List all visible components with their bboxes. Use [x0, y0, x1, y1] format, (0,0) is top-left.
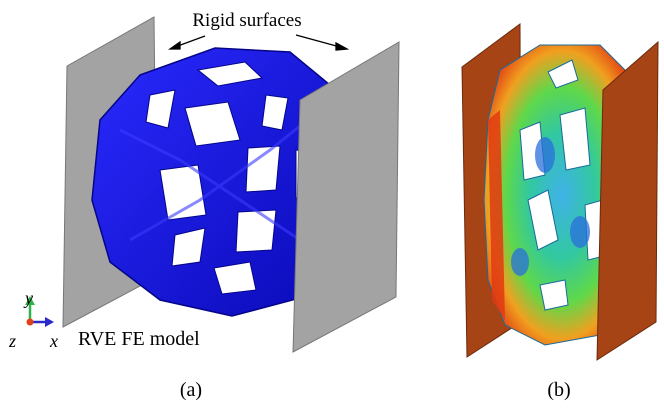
annotation-arrows — [167, 34, 350, 51]
axis-x-label: x — [49, 331, 58, 351]
blue-lattice-model — [91, 47, 333, 317]
rve-fe-model-label: RVE FE model — [78, 328, 200, 350]
caption-a: (a) — [180, 379, 202, 401]
panel-a: Rigid surfaces y z x RVE FE model (a) — [8, 10, 400, 401]
z-axis-marker — [26, 318, 34, 326]
right-deformed-plate — [596, 40, 659, 361]
axis-triad: y z x — [8, 288, 58, 351]
rigid-surfaces-label: Rigid surfaces — [192, 10, 301, 31]
caption-b: (b) — [547, 379, 570, 401]
panel-b: (b) — [461, 23, 659, 401]
right-rigid-plate — [292, 41, 400, 353]
axis-y-label: y — [23, 288, 33, 308]
axis-z-label: z — [8, 331, 16, 351]
